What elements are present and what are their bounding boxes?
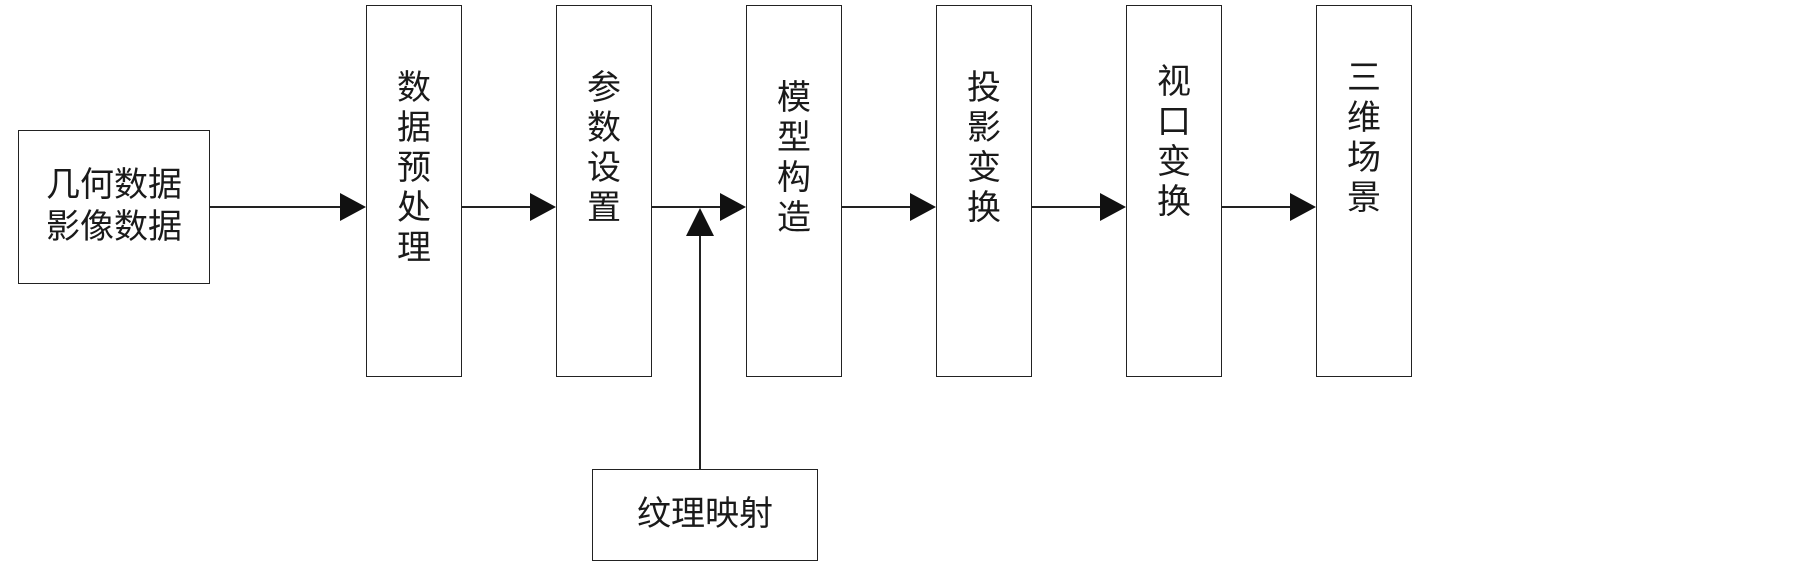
stage-preprocess-label: 数据预处理 <box>397 68 431 268</box>
stage-params-box: 参数设置 <box>556 5 652 377</box>
arrowhead-preprocess <box>340 193 366 221</box>
texture-mapping-label: 纹理映射 <box>637 494 773 534</box>
texture-mapping-box: 纹理映射 <box>592 469 818 561</box>
arrowhead-params <box>530 193 556 221</box>
stage-preprocess-box: 数据预处理 <box>366 5 462 377</box>
arrowhead-viewport <box>1100 193 1126 221</box>
input-line-imagery: 影像数据 <box>46 207 182 247</box>
stage-model-box: 模型构造 <box>746 5 842 377</box>
stage-viewport-box: 视口变换 <box>1126 5 1222 377</box>
stage-projection-label: 投影变换 <box>967 68 1001 228</box>
stage-params-label: 参数设置 <box>587 68 621 228</box>
arrowhead-texture <box>686 208 714 236</box>
stage-scene-label: 三维场景 <box>1347 58 1381 218</box>
arrowhead-model <box>720 193 746 221</box>
stage-viewport-label: 视口变换 <box>1157 62 1191 222</box>
arrowhead-projection <box>910 193 936 221</box>
input-data-box: 几何数据 影像数据 <box>18 130 210 284</box>
stage-model-label: 模型构造 <box>777 78 811 238</box>
arrowhead-scene <box>1290 193 1316 221</box>
stage-projection-box: 投影变换 <box>936 5 1032 377</box>
input-line-geometry: 几何数据 <box>46 165 182 205</box>
stage-scene-box: 三维场景 <box>1316 5 1412 377</box>
